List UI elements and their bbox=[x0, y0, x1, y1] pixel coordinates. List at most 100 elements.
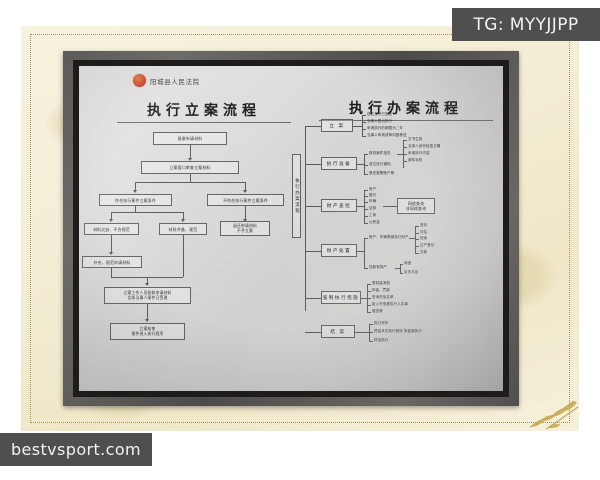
tree-node-preparation: 执行准备 bbox=[321, 157, 357, 170]
tree-leaf: 申请执行内容 bbox=[408, 151, 430, 155]
tree-leaf: 证券 bbox=[369, 206, 377, 210]
flow-box-window-review: 立案窗口审查立案材料 bbox=[141, 161, 239, 174]
tree-leaf: 评估 bbox=[420, 230, 428, 234]
connector bbox=[183, 235, 184, 277]
tree-leaf: 交款 bbox=[420, 250, 428, 254]
tree-leaf: 送达文书已生效 bbox=[367, 112, 393, 116]
connector bbox=[135, 182, 136, 191]
left-chart-title: 执行立案流程 bbox=[147, 103, 261, 119]
connector-arrow bbox=[132, 190, 137, 193]
connector bbox=[364, 154, 365, 175]
right-chart-title: 执行办案流程 bbox=[349, 101, 463, 117]
connector bbox=[183, 212, 184, 220]
tree-node-filing: 立 案 bbox=[321, 119, 353, 132]
tree-node-enforcement-measures: 强制执行措施 bbox=[321, 291, 361, 304]
connector-arrow bbox=[180, 219, 185, 222]
tree-leaf: 公积金 bbox=[369, 220, 380, 224]
tree-leaf: 查询失信名单 bbox=[372, 295, 394, 299]
connector bbox=[362, 115, 363, 137]
connector bbox=[190, 145, 191, 159]
connector bbox=[361, 298, 367, 299]
flow-box-filing-complete: 立案结束 案件进入执行程序 bbox=[110, 323, 185, 340]
tree-leaf: 银行 bbox=[369, 193, 377, 197]
connector bbox=[135, 182, 245, 183]
flow-box-materials-complete: 材料齐备、规范 bbox=[159, 223, 207, 235]
connector bbox=[147, 304, 148, 320]
connector-arrow bbox=[242, 190, 247, 193]
tree-leaf: 申请执行的期限为二年 bbox=[367, 126, 403, 130]
connector bbox=[383, 206, 397, 207]
tree-leaf: 执行完毕 bbox=[374, 321, 389, 325]
tree-leaf: 送达执行通知 bbox=[369, 162, 391, 166]
connector bbox=[245, 206, 246, 220]
national-emblem-icon bbox=[133, 74, 146, 87]
connector bbox=[364, 238, 365, 268]
connector bbox=[111, 268, 112, 277]
tree-leaf: 过户登记 bbox=[420, 243, 435, 247]
connector bbox=[135, 206, 136, 212]
connector-trunk bbox=[305, 126, 306, 311]
connector-arrow bbox=[108, 252, 113, 255]
connector bbox=[355, 332, 369, 333]
tree-leaf: 还款有财产 bbox=[369, 265, 387, 269]
connector bbox=[305, 164, 321, 165]
watermark-site: bestvsport.com bbox=[0, 433, 152, 466]
tree-leaf: 限制高消费 bbox=[372, 281, 390, 285]
tree-leaf: 查封 bbox=[420, 223, 428, 227]
tree-node-asset-control: 财产查控 bbox=[321, 199, 357, 212]
picture-frame: 阳城县人民法院 执行立案流程 执行办案流程 接收申请材料 立案窗口审查立案材料 bbox=[63, 51, 519, 406]
flow-box-meets-conditions: 符合执行案件立案条件 bbox=[99, 194, 172, 206]
connector bbox=[111, 235, 112, 253]
mat-dotted-border bbox=[30, 34, 570, 423]
tree-leaf: 房产 bbox=[369, 187, 377, 191]
tree-leaf: 核查案件相关 bbox=[369, 151, 391, 155]
flow-box-staff-accept: 立案工作人员收取申请材料 告知当事人案件已受理 bbox=[104, 287, 191, 304]
connector bbox=[364, 190, 365, 223]
photograph: 阳城县人民法院 执行立案流程 执行办案流程 接收申请材料 立案窗口审查立案材料 bbox=[21, 9, 587, 431]
tree-leaf: 退还报警账户等 bbox=[369, 171, 395, 175]
tree-leaf: 当事人申请或审判庭移送 bbox=[367, 133, 407, 137]
tree-leaf: 拒入失信被执行人名单 bbox=[372, 302, 408, 306]
tree-leaf: 工商 bbox=[369, 213, 377, 217]
right-tree-spine: 执行办案流程 bbox=[292, 154, 301, 238]
connector bbox=[357, 164, 364, 165]
left-title-rule bbox=[117, 122, 291, 123]
poster-content: 阳城县人民法院 执行立案流程 执行办案流程 接收申请材料 立案窗口审查立案材料 bbox=[79, 66, 503, 391]
connector bbox=[147, 277, 148, 284]
flow-box-return-materials: 退还申请材料 不予立案 bbox=[220, 221, 270, 236]
tree-leaf: 拘留、罚款 bbox=[372, 288, 390, 292]
connector bbox=[305, 298, 321, 299]
connector bbox=[357, 251, 364, 252]
connector bbox=[357, 206, 364, 207]
court-header: 阳城县人民法院 bbox=[133, 74, 200, 87]
connector bbox=[305, 126, 321, 127]
flow-box-receive-materials: 接收申请材料 bbox=[153, 132, 227, 145]
frame-inner-bevel: 阳城县人民法院 执行立案流程 执行办案流程 接收申请材料 立案窗口审查立案材料 bbox=[73, 60, 509, 397]
tree-leaf: 房产、车辆等被执行财产 bbox=[369, 235, 409, 239]
connector bbox=[190, 174, 191, 182]
tree-leaf: 车辆 bbox=[369, 199, 377, 203]
tree-leaf: 当事人身份信息正确 bbox=[408, 144, 441, 148]
connector-arrow bbox=[242, 219, 247, 222]
flow-box-materials-incomplete: 材料欠缺、不合规范 bbox=[84, 223, 139, 235]
connector bbox=[111, 212, 112, 220]
tree-leaf: 搜查等 bbox=[372, 309, 383, 313]
tree-leaf: 案件标的 bbox=[408, 158, 423, 162]
flow-box-not-meets-conditions: 不符合执行案件立案条件 bbox=[207, 194, 284, 206]
connector bbox=[111, 212, 183, 213]
connector bbox=[305, 332, 321, 333]
court-name-label: 阳城县人民法院 bbox=[150, 77, 200, 86]
watermark-telegram: TG: MYYJJPP bbox=[452, 8, 600, 41]
tree-leaf: 拍卖 bbox=[420, 236, 428, 240]
tree-leaf: 京东平台 bbox=[404, 270, 419, 274]
connector bbox=[245, 182, 246, 191]
tree-node-case-closing: 结 案 bbox=[321, 325, 355, 338]
tree-leaf: 终结执行 bbox=[374, 338, 389, 342]
connector-arrow bbox=[144, 319, 149, 322]
connector-arrow bbox=[144, 283, 149, 286]
connector bbox=[353, 126, 362, 127]
tree-leaf: 当事人提出执行 bbox=[367, 119, 393, 123]
tree-leaf: 终结本次执行程序 恢复案执行 bbox=[374, 329, 423, 333]
tree-node-asset-disposal: 财产处置 bbox=[321, 244, 357, 257]
